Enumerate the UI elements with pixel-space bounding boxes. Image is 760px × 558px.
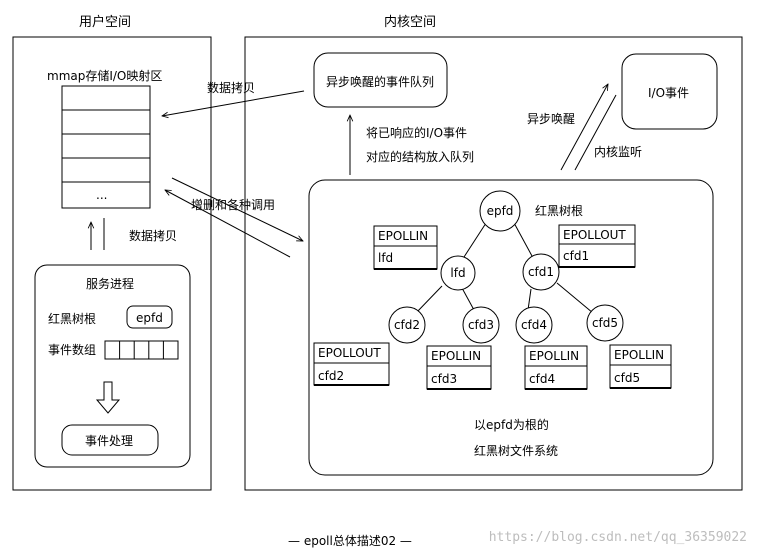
tree-node-cfd4: cfd4 [515,306,553,344]
service-epfd-box [126,305,173,329]
rbtree-fs-box [308,179,714,476]
svg-text:EPOLLIN: EPOLLIN [529,349,579,363]
down-arrow-icon [95,381,121,414]
service-events-label: 事件数组 [48,342,96,357]
mmap-dots: ... [96,188,107,202]
svg-text:lfd: lfd [378,251,393,265]
service-epfd-label: epfd [136,311,163,325]
svg-text:cfd3: cfd3 [468,318,494,332]
tree-node-lfd: lfd [440,255,476,291]
rbtree-title: 红黑树根 [535,203,583,218]
tree-node-root: epfd [479,190,521,232]
event-card-cfd5: EPOLLIN cfd5 [609,344,672,389]
kernel-space-box [244,36,743,491]
svg-text:cfd4: cfd4 [521,318,547,332]
fs-label-1: 以epfd为根的 [474,417,549,432]
io-event-box [621,53,718,130]
syscalls-label: 增删和各种调用 [191,197,275,212]
tree-edges [415,219,594,314]
syscall-arrows [165,177,303,258]
event-card-cfd2: EPOLLOUT cfd2 [313,342,390,386]
watermark: https://blog.csdn.net/qq_36359022 [489,530,747,545]
svg-text:EPOLLIN: EPOLLIN [431,349,481,363]
mmap-region [61,85,151,209]
user-copy-arrows [91,218,105,250]
event-card-cfd1: EPOLLOUT cfd1 [558,224,636,268]
service-rbroot-label: 红黑树根 [48,311,96,326]
svg-text:cfd4: cfd4 [529,372,555,386]
enqueue-label-1: 将已响应的I/O事件 [366,125,467,140]
wake-listen-arrows [560,84,617,171]
svg-text:lfd: lfd [450,266,465,280]
user-copy-label: 数据拷贝 [129,228,177,243]
service-title: 服务进程 [86,276,134,291]
event-handle-label: 事件处理 [85,434,133,448]
event-queue-box [313,52,448,108]
enqueue-label-2: 对应的结构放入队列 [366,149,474,164]
event-array [104,340,179,360]
service-process-box [34,264,191,468]
event-handle-box [61,424,159,456]
svg-text:cfd5: cfd5 [614,371,640,385]
tree-node-cfd2: cfd2 [388,306,426,344]
event-card-lfd: EPOLLIN lfd [373,225,438,270]
user-space-title: 用户空间 [79,14,131,30]
caption: — epoll总体描述02 — [288,534,412,548]
kernel-copy-label: 数据拷贝 [207,80,255,95]
svg-text:EPOLLOUT: EPOLLOUT [318,346,381,360]
io-event-label: I/O事件 [648,86,689,100]
event-card-cfd3: EPOLLIN cfd3 [426,345,492,390]
kernel-space-title: 内核空间 [384,14,436,30]
svg-text:cfd2: cfd2 [318,369,344,383]
tree-node-cfd5: cfd5 [586,304,624,342]
tree-node-cfd3: cfd3 [462,306,500,344]
svg-text:cfd1: cfd1 [528,265,554,279]
svg-text:cfd3: cfd3 [431,372,457,386]
event-card-cfd4: EPOLLIN cfd4 [524,345,588,390]
tree-node-cfd1: cfd1 [522,253,560,291]
svg-text:cfd1: cfd1 [563,249,589,263]
event-queue-label: 异步唤醒的事件队列 [326,74,434,89]
user-space-box [12,36,212,491]
svg-text:EPOLLIN: EPOLLIN [378,229,428,243]
mmap-label: mmap存储I/O映射区 [47,68,162,83]
kernel-copy-arrow [162,90,305,116]
svg-text:epfd: epfd [487,204,514,218]
svg-text:EPOLLOUT: EPOLLOUT [563,228,626,242]
fs-label-2: 红黑树文件系统 [474,443,558,458]
svg-text:cfd2: cfd2 [394,318,420,332]
kernel-listen-label: 内核监听 [594,145,642,159]
svg-text:EPOLLIN: EPOLLIN [614,348,664,362]
async-wake-label: 异步唤醒 [527,112,575,126]
svg-text:cfd5: cfd5 [592,316,618,330]
